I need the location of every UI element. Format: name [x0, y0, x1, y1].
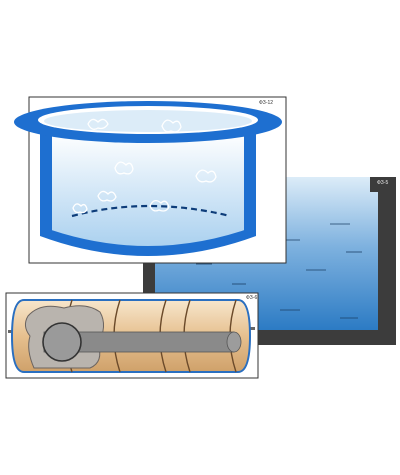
- tube-cross-section-circle: [42, 322, 82, 362]
- pool-bottom-rim: [40, 226, 256, 256]
- pool-cloud-doodles: [72, 118, 217, 214]
- tube-core-end: [226, 331, 242, 353]
- tube-code-label: ФЗ-6: [246, 295, 257, 301]
- tube-panel: ФЗ-6: [5, 292, 259, 379]
- pool-rim-inner: [44, 110, 252, 132]
- pool-water: [52, 132, 244, 249]
- tank-code-label: ФЗ-5: [377, 180, 388, 186]
- tank-water-lines: [196, 223, 362, 319]
- pool-left-wall: [40, 134, 52, 236]
- pool-dashed-line: [71, 204, 231, 218]
- pool-code-label: ФЗ-12: [259, 100, 273, 106]
- pool-panel: ФЗ-12: [14, 96, 287, 264]
- pool-right-wall: [244, 134, 256, 236]
